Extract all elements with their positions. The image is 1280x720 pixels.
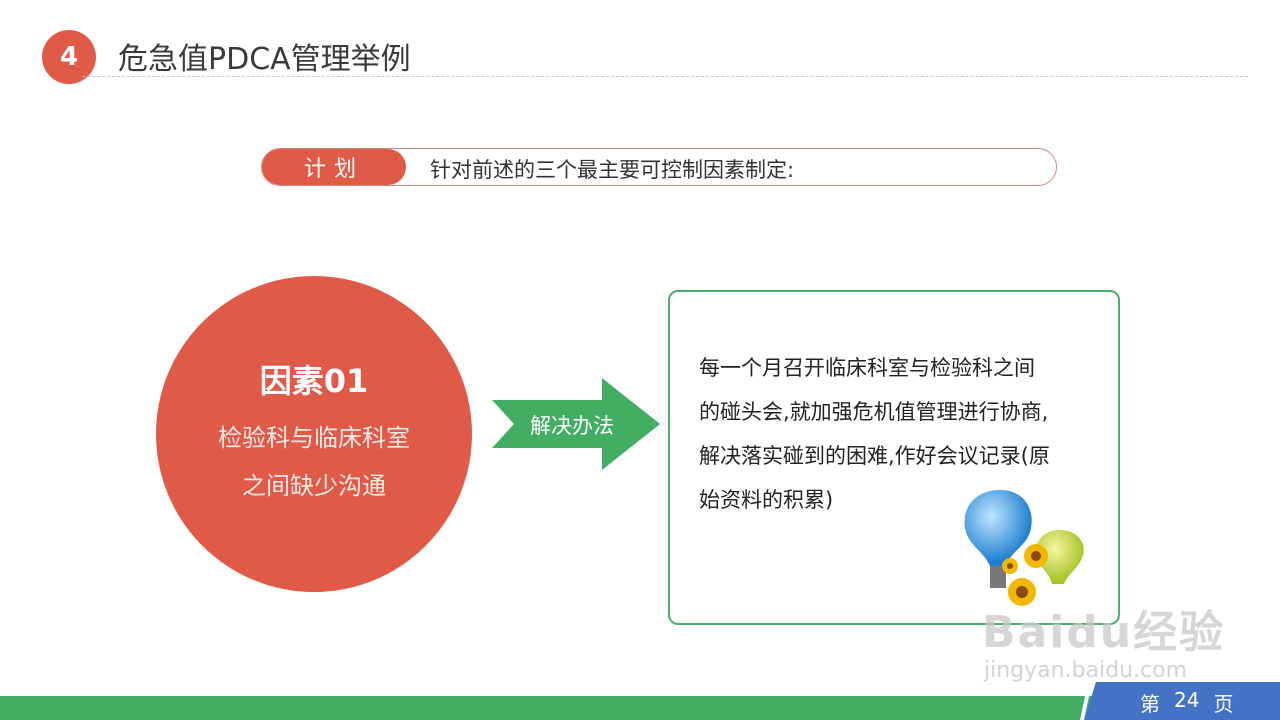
- section-number: 4: [59, 42, 79, 72]
- factor-line-2: 之间缺少沟通: [242, 472, 386, 500]
- page-number: 24: [1174, 688, 1200, 712]
- page-suffix: 页: [1213, 692, 1234, 716]
- watermark-url: jingyan.baidu.com: [984, 658, 1188, 683]
- solution-text: 每一个月召开临床科室与检验科之间 的碰头会,就加强危机值管理进行协商, 解决落实…: [699, 346, 1109, 522]
- solution-line-2: 的碰头会,就加强危机值管理进行协商,: [699, 400, 1049, 424]
- plan-tag: 计划: [262, 149, 406, 185]
- solution-line-1: 每一个月召开临床科室与检验科之间: [699, 356, 1035, 380]
- footer-page-tab: [1084, 682, 1280, 720]
- footer-green-bar: [0, 696, 1280, 720]
- watermark-brand: Baidu经验: [982, 607, 1226, 658]
- factor-line-1: 检验科与临床科室: [218, 424, 410, 452]
- factor-title: 因素01: [259, 362, 369, 400]
- solution-arrow-icon: [492, 378, 660, 470]
- factor-circle: 因素01 检验科与临床科室 之间缺少沟通: [156, 276, 472, 592]
- page-title: 危急值PDCA管理举例: [118, 42, 411, 77]
- arrow-label: 解决办法: [530, 414, 614, 438]
- solution-line-4: 始资料的积累): [699, 488, 834, 512]
- lightbulb-icon: [964, 490, 1084, 606]
- section-number-badge: 4: [42, 30, 96, 84]
- plan-description: 针对前述的三个最主要可控制因素制定:: [430, 158, 795, 182]
- page-indicator: 第 24 页: [1140, 688, 1233, 717]
- title-divider: [82, 76, 1248, 77]
- solution-line-3: 解决落实碰到的困难,作好会议记录(原: [699, 444, 1050, 468]
- page-prefix: 第: [1140, 692, 1160, 716]
